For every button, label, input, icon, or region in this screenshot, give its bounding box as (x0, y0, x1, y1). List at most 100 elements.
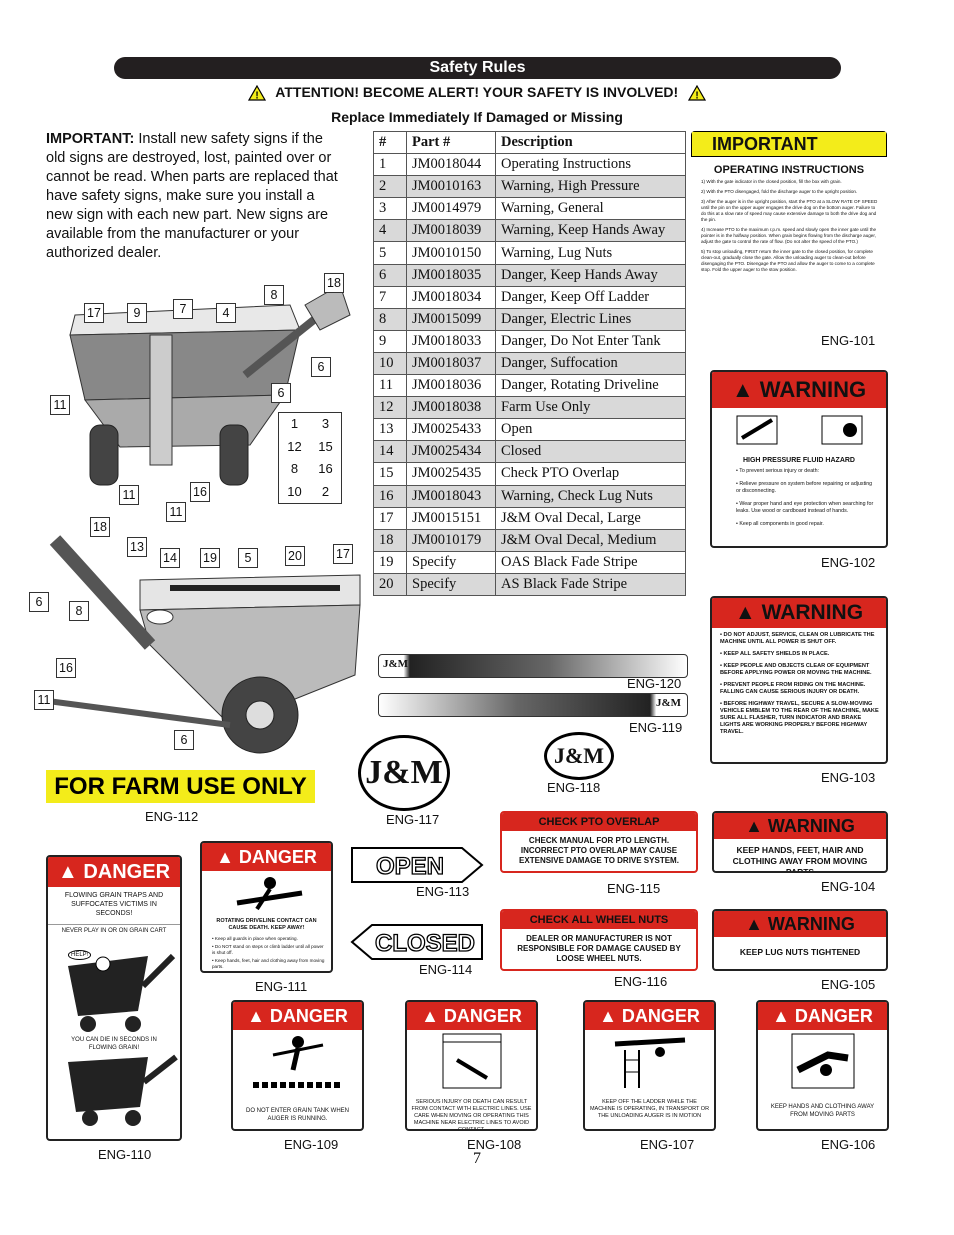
sign-eng102: ▲ WARNING HIGH PRESSURE FLUID HAZARD • T… (710, 370, 888, 548)
sign-eng116: CHECK ALL WHEEL NUTS DEALER OR MANUFACTU… (500, 909, 698, 971)
grid-cell: 15 (318, 438, 333, 454)
warning-triangle-icon: ▲ (734, 601, 756, 624)
code-label: ENG-110 (98, 1147, 152, 1162)
hand-injection-icon (736, 415, 863, 445)
code-label: ENG-113 (416, 884, 470, 899)
sign-eng111-title: DANGER (238, 847, 317, 867)
sign-list-item: • Do NOT stand on steps or climb ladder … (212, 944, 324, 955)
sign-list-item: • Relieve pressure on system before repa… (736, 481, 873, 494)
jm-oval-large: J&M (358, 735, 450, 811)
callout: 16 (56, 658, 76, 678)
cell-number: 4 (373, 219, 407, 243)
sign-eng106: ▲ DANGER KEEP HANDS AND CLOTHING AWAY FR… (756, 1000, 889, 1131)
callout: 6 (174, 730, 194, 750)
sign-eng108-title: DANGER (443, 1006, 522, 1026)
cell-part: JM0010163 (406, 175, 496, 199)
sign-list-item: • KEEP PEOPLE AND OBJECTS CLEAR OF EQUIP… (720, 663, 872, 676)
code-label: ENG-108 (467, 1137, 522, 1152)
sign-eng102-header: ▲ WARNING (712, 372, 886, 408)
hand-entanglement-icon (791, 1033, 855, 1089)
sign-list-item: • BEFORE HIGHWAY TRAVEL, SECURE A SLOW-M… (720, 701, 879, 735)
cell-part: JM0018035 (406, 263, 496, 287)
grid-cell: 16 (318, 461, 333, 476)
callout: 17 (84, 303, 104, 323)
callout: 8 (264, 285, 284, 305)
cell-part: JM0015099 (406, 307, 496, 331)
callout: 18 (90, 517, 110, 537)
callout: 13 (127, 537, 147, 557)
cell-number: 3 (373, 197, 407, 221)
sign-list-item: 1) With the gate indicator in the closed… (701, 179, 842, 184)
sign-list-item: 2) With the PTO disengaged, fold the dis… (701, 189, 858, 194)
cell-part: JM0010150 (406, 241, 496, 265)
cell-description: Warning, Check Lug Nuts (495, 484, 686, 508)
warning-triangle-icon: ▲ (745, 914, 763, 934)
code-label: ENG-107 (640, 1137, 695, 1152)
cell-description: AS Black Fade Stripe (495, 572, 686, 596)
sign-eng110-header: ▲ DANGER (48, 857, 180, 887)
sign-list-item: • Keep all guards in place when operatin… (212, 936, 298, 941)
cell-number: 14 (373, 440, 407, 464)
sign-eng113-text: OPEN (376, 853, 444, 880)
cell-number: 10 (373, 351, 407, 376)
cell-number: 20 (373, 572, 407, 596)
code-label: ENG-119 (629, 720, 683, 735)
sign-eng105-text: KEEP LUG NUTS TIGHTENED (739, 947, 861, 957)
cell-description: Closed (495, 440, 686, 464)
electric-lines-icon (442, 1033, 502, 1089)
sign-eng116-text: DEALER OR MANUFACTURER IS NOT RESPONSIBL… (517, 934, 681, 963)
grid-cell: 3 (321, 416, 330, 431)
col-part: Part # (406, 130, 496, 155)
callout: 7 (173, 299, 193, 319)
warning-triangle-icon: ▲ (57, 861, 78, 883)
sign-eng101-title: IMPORTANT (691, 131, 887, 157)
sign-list-item: • Keep all components in good repair. (736, 521, 824, 527)
section-title: Safety Rules (114, 57, 841, 79)
grain-cart-figure-1: HELP! (48, 936, 180, 1036)
sign-eng109: ▲ DANGER DO NOT ENTER GRAIN TANK WHEN AU… (231, 1000, 364, 1131)
warning-triangle-icon: ▲ (745, 816, 763, 836)
sign-eng106-text: KEEP HANDS AND CLOTHING AWAY FROM MOVING… (770, 1104, 875, 1118)
cell-description: Warning, Lug Nuts (495, 241, 686, 265)
sign-eng105: ▲ WARNING KEEP LUG NUTS TIGHTENED (712, 909, 888, 971)
col-description: Description (495, 130, 686, 155)
cell-part: JM0018037 (406, 351, 496, 376)
sign-eng110-line1: FLOWING GRAIN TRAPS AND SUFFOCATES VICTI… (64, 892, 164, 917)
code-label: ENG-101 (821, 333, 876, 348)
important-note: IMPORTANT: Install new safety signs if t… (46, 130, 338, 263)
callout: 16 (190, 482, 210, 502)
sign-eng115: CHECK PTO OVERLAP CHECK MANUAL FOR PTO L… (500, 811, 698, 873)
grid-cell: 2 (321, 483, 330, 499)
sign-eng111-heading: ROTATING DRIVELINE CONTACT CAN CAUSE DEA… (216, 918, 317, 931)
svg-text:!: ! (255, 91, 258, 102)
auger-entrapment-icon (253, 1036, 343, 1088)
sign-eng102-heading: HIGH PRESSURE FLUID HAZARD (742, 457, 855, 464)
sign-eng114-text: CLOSED (375, 930, 475, 957)
sign-eng103-items: • DO NOT ADJUST, SERVICE, CLEAN OR LUBRI… (712, 628, 886, 736)
sign-list-item: 5) To stop unloading, FIRST return the i… (701, 249, 875, 272)
sign-eng108-header: ▲ DANGER (407, 1002, 536, 1030)
page-number: 7 (473, 1150, 481, 1167)
cell-description: J&M Oval Decal, Medium (495, 528, 686, 552)
callout: 17 (333, 544, 353, 564)
warning-triangle-icon: ! (247, 85, 266, 102)
cart-side-diagram (40, 535, 361, 754)
code-label: ENG-105 (821, 977, 876, 992)
warning-triangle-icon: ▲ (772, 1006, 790, 1026)
grid-cell: 12 (287, 438, 302, 454)
cell-description: Danger, Electric Lines (495, 307, 686, 331)
attention-text: ATTENTION! BECOME ALERT! YOUR SAFETY IS … (275, 84, 679, 100)
cart-rear-diagram (69, 284, 351, 486)
callout: 11 (34, 690, 54, 710)
sign-eng115-text: CHECK MANUAL FOR PTO LENGTH. INCORRECT P… (519, 836, 679, 865)
sign-list-item: • To prevent serious injury or death: (736, 468, 820, 474)
